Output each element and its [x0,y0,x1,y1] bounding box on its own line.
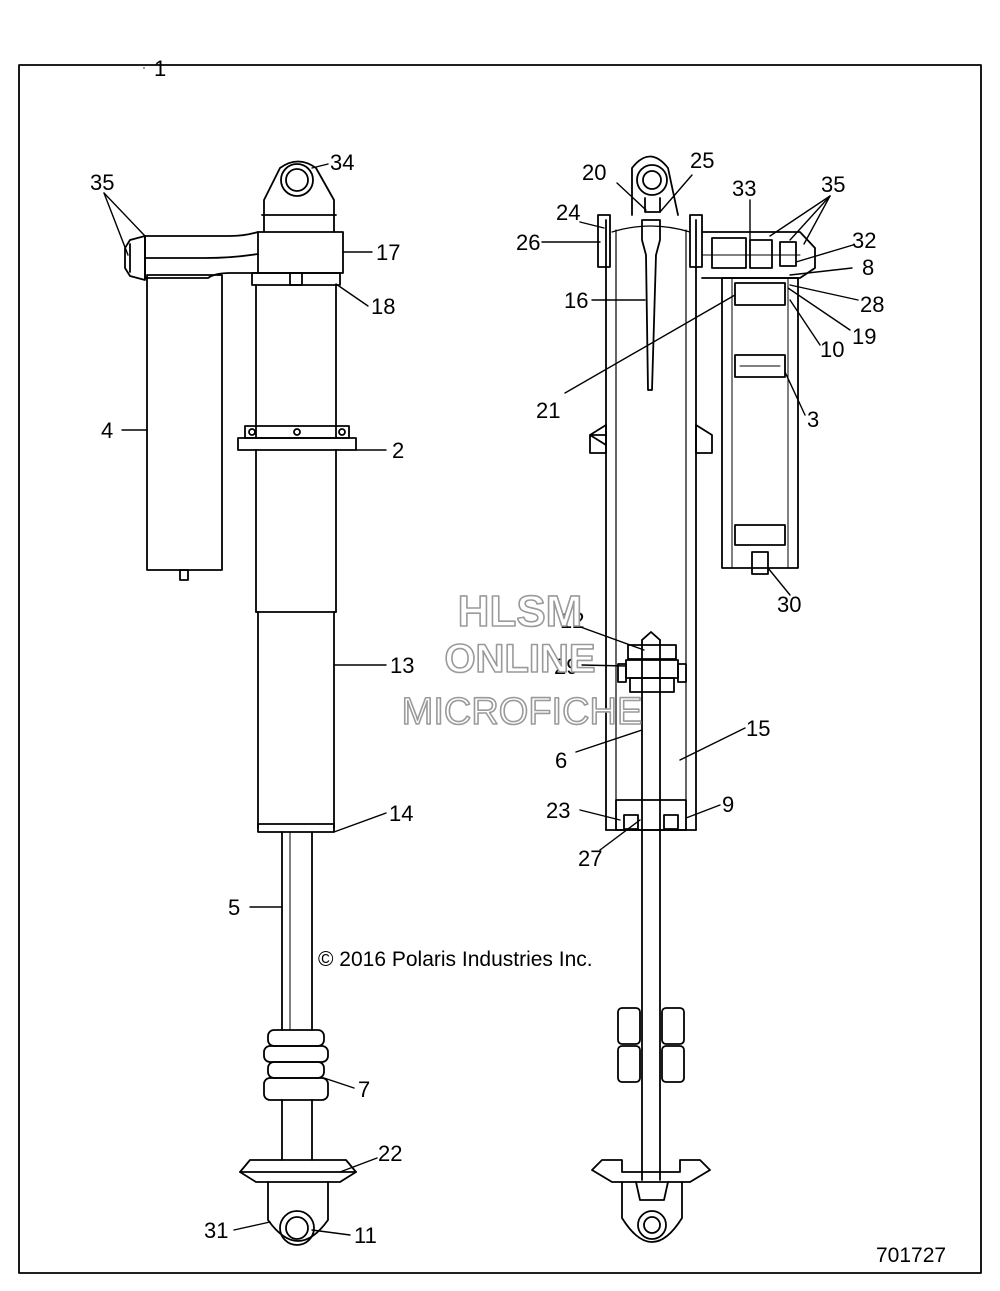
callout-12: 12 [560,608,584,633]
watermark-line-1: HLSM [458,587,583,636]
reservoir-body [146,274,223,571]
callout-34: 34 [330,150,354,175]
leader-lines [103,67,859,1236]
callout-28: 28 [860,292,884,317]
top-collar [251,272,341,286]
bump-stop [267,1029,325,1047]
cutaway-top-eyelet [631,155,679,216]
watermark-line-3: MICROFICHE [402,691,643,733]
callout-3: 3 [807,407,819,432]
callout-17: 17 [376,240,400,265]
body-seal-cap [257,823,335,833]
callout-22: 22 [378,1141,402,1166]
figure-number: 701727 [876,1244,946,1267]
callout-26: 26 [516,230,540,255]
callout-6: 6 [555,748,567,773]
watermark: HLSM ONLINE MICROFICHE [401,586,643,734]
floating-piston [734,354,786,378]
cutaway-bottom-eyelet [621,1181,683,1243]
copyright-notice: © 2016 Polaris Industries Inc. [318,948,593,971]
top-eyelet [263,160,335,233]
adjuster-ring [237,437,357,451]
needle [641,219,661,391]
callout-13: 13 [390,653,414,678]
callout-27: 27 [578,846,602,871]
callout-35-right: 35 [821,172,845,197]
callout-32: 32 [852,228,876,253]
callout-4: 4 [101,418,113,443]
reservoir-end-cap [734,524,786,546]
callout-33: 33 [732,176,756,201]
callout-11: 11 [354,1223,377,1248]
reservoir-cap [124,235,146,281]
watermark-line-2: ONLINE [444,637,595,681]
main-piston-top [627,644,677,660]
reservoir-cap-piece [734,282,786,306]
cutaway-bumper-left [617,1007,641,1045]
cutaway-bottom-cup [591,1159,711,1183]
callout-5: 5 [228,895,240,920]
callout-19: 19 [852,324,876,349]
callout-8: 8 [862,255,874,280]
callout-30: 30 [777,592,801,617]
callout-15: 15 [746,716,770,741]
bottom-cup [239,1159,357,1183]
shock-cutaway-view [589,155,816,1243]
head-bracket-right [689,214,703,268]
callout-24: 24 [556,200,580,225]
callout-25: 25 [690,148,714,173]
diagram-frame [18,64,982,1274]
main-piston [625,659,679,679]
callout-1: 1 [154,56,166,81]
head-bracket-left [597,214,611,268]
callout-2: 2 [392,438,404,463]
callout-29: 29 [554,654,578,679]
callout-10: 10 [820,337,844,362]
callout-23: 23 [546,798,570,823]
callout-21: 21 [536,398,560,423]
callout-7: 7 [358,1077,370,1102]
cutaway-reservoir [721,277,799,569]
callout-31: 31 [204,1218,228,1243]
shock-external-view [124,160,357,1246]
callout-20: 20 [582,160,606,185]
cutaway-bumper-right [661,1007,685,1045]
callout-14: 14 [389,801,413,826]
callout-labels: 1 35 34 17 18 4 2 13 14 5 7 22 31 11 20 … [90,56,884,1248]
callout-18: 18 [371,294,395,319]
callout-9: 9 [722,792,734,817]
callout-35-left: 35 [90,170,114,195]
callout-16: 16 [564,288,588,313]
